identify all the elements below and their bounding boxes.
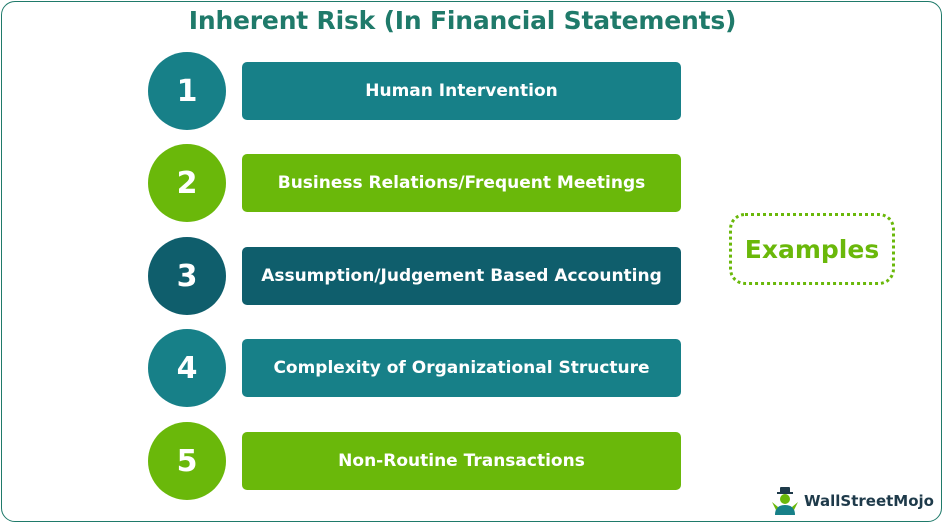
step-bar-3: Assumption/Judgement Based Accounting: [242, 247, 681, 305]
step-number-1: 1: [148, 52, 226, 130]
step-bar-5: Non-Routine Transactions: [242, 432, 681, 490]
brand-name: WallStreetMojo: [804, 492, 934, 510]
examples-box: Examples: [729, 213, 895, 285]
brand-logo: WallStreetMojo: [770, 486, 934, 516]
step-number-2: 2: [148, 144, 226, 222]
step-number-5: 5: [148, 422, 226, 500]
diagram-title: Inherent Risk (In Financial Statements): [188, 6, 737, 35]
mascot-icon: [772, 487, 798, 515]
step-bar-2: Business Relations/Frequent Meetings: [242, 154, 681, 212]
step-bar-4: Complexity of Organizational Structure: [242, 339, 681, 397]
step-bar-1: Human Intervention: [242, 62, 681, 120]
step-number-3: 3: [148, 237, 226, 315]
step-number-4: 4: [148, 329, 226, 407]
